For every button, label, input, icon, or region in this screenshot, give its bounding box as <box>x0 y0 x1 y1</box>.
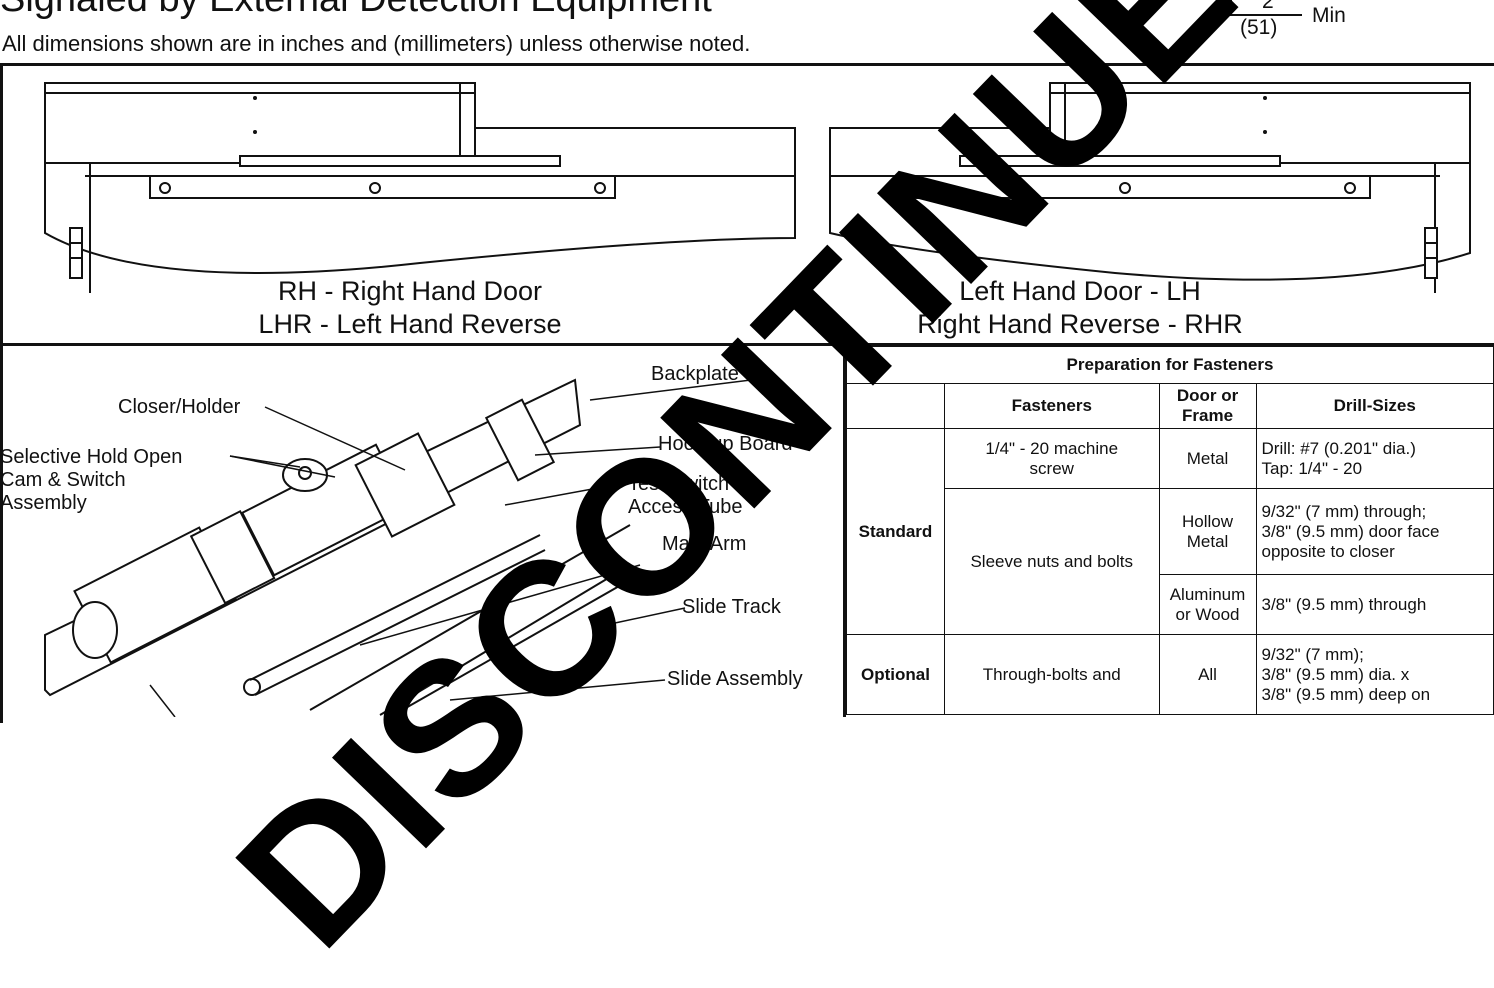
section-divider <box>0 343 1494 346</box>
right-hand-caption-line1: RH - Right Hand Door <box>277 276 543 306</box>
callout-backplate: Backplate <box>651 363 739 385</box>
page-subtitle: All dimensions shown are in inches and (… <box>2 31 751 56</box>
diagram-frame <box>0 63 1494 723</box>
table-header-fasteners: Fasteners <box>943 383 1160 429</box>
right-hand-door-drawing <box>44 82 796 293</box>
table-cell: Through-bolts and <box>943 634 1160 715</box>
callout-assembly: Assembly <box>0 492 87 514</box>
dimension-mm: (51) <box>1240 16 1278 39</box>
left-hand-door-drawing <box>829 82 1471 293</box>
dimension-bracket <box>1230 0 1302 16</box>
callout-main-arm: Main Arm <box>662 533 747 555</box>
table-cell: Metal <box>1158 428 1257 489</box>
callout-cam-switch: Cam & Switch <box>0 469 126 491</box>
dimension-suffix: Min <box>1312 4 1346 27</box>
page-title: Signaled by External Detection Equipment <box>0 0 712 21</box>
table-cell: 3/8" (9.5 mm) through <box>1255 574 1494 635</box>
table-row: Optional Through-bolts and All 9/32" (7 … <box>846 634 1494 715</box>
dimension-value: 2 <box>1262 0 1274 13</box>
left-hand-caption-line1: Left Hand Door - LH <box>959 276 1201 306</box>
table-cell: Sleeve nuts and bolts <box>943 488 1160 635</box>
closer-assembly-drawing <box>44 376 776 717</box>
right-hand-caption-line2: LHR - Left Hand Reverse <box>258 309 562 339</box>
left-hand-caption-line2: Right Hand Reverse - RHR <box>917 309 1243 339</box>
callout-slide-track: Slide Track <box>682 596 781 618</box>
callout-hookup-board: Hook-up Board <box>658 433 793 455</box>
callout-selective-hold-open: Selective Hold Open <box>0 446 183 468</box>
fasteners-table: Preparation for Fasteners Fasteners Door… <box>846 346 1494 715</box>
table-cell: All <box>1158 634 1257 715</box>
callout-access-tube: Access Tube <box>628 496 743 518</box>
row-label-standard: Standard <box>846 428 945 635</box>
callout-slide-assembly: Slide Assembly <box>667 668 803 690</box>
table-title: Preparation for Fasteners <box>846 346 1494 384</box>
callout-test-switch: Test Switch <box>628 473 730 495</box>
table-cell: 9/32" (7 mm) through;3/8" (9.5 mm) door … <box>1255 488 1494 575</box>
table-cell: Drill: #7 (0.201" dia.)Tap: 1/4" - 20 <box>1255 428 1494 489</box>
column-divider <box>843 343 846 717</box>
table-header-drill-sizes: Drill-Sizes <box>1255 383 1494 429</box>
table-header-door-or-frame: Door or Frame <box>1158 383 1257 429</box>
callout-closer-holder: Closer/Holder <box>118 396 241 418</box>
row-label-optional: Optional <box>846 634 945 715</box>
